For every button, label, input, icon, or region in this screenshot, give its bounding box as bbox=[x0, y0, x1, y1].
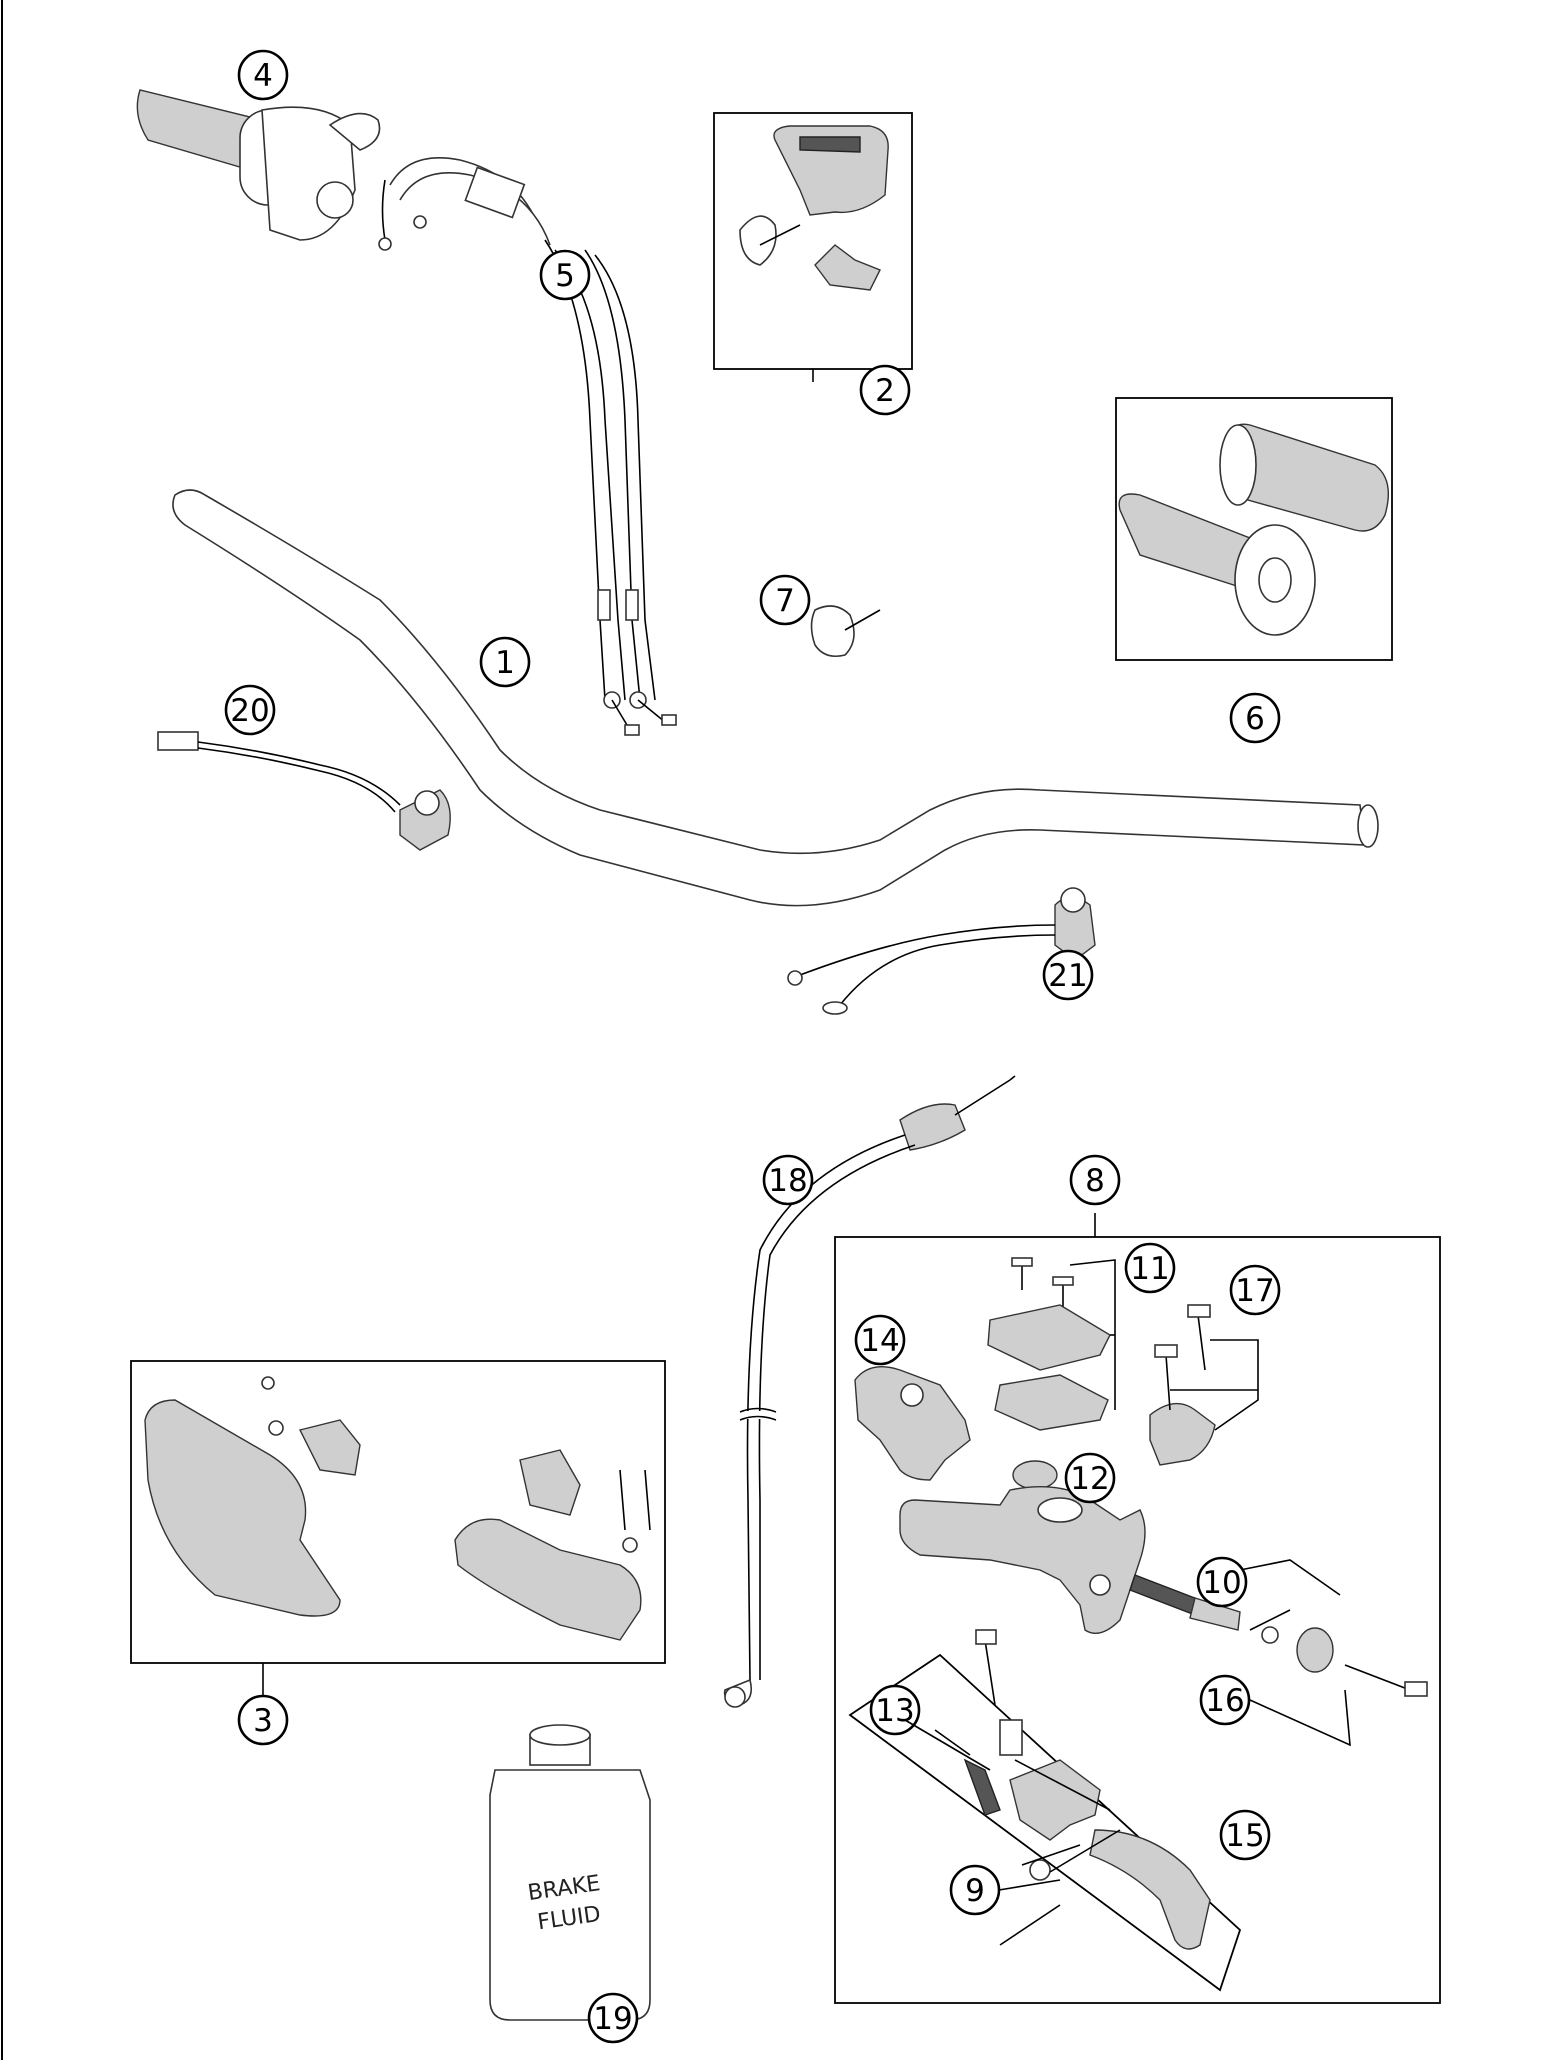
callout-19: 19 bbox=[587, 1992, 639, 2044]
callout-2: 2 bbox=[859, 364, 911, 416]
svg-text:1: 1 bbox=[495, 645, 515, 681]
callouts: 4 5 2 6 7 1 20 21 18 8 11 17 14 12 10 16… bbox=[224, 49, 1281, 2044]
svg-text:9: 9 bbox=[965, 1873, 985, 1909]
callout-18: 18 bbox=[762, 1154, 814, 1206]
svg-text:5: 5 bbox=[555, 258, 575, 294]
svg-text:6: 6 bbox=[1245, 701, 1265, 737]
callout-17: 17 bbox=[1229, 1264, 1281, 1316]
svg-text:17: 17 bbox=[1235, 1273, 1274, 1309]
svg-text:15: 15 bbox=[1225, 1818, 1264, 1854]
callout-4: 4 bbox=[237, 49, 289, 101]
part-switch-kit bbox=[713, 112, 913, 382]
part-handlebar bbox=[172, 489, 1379, 907]
svg-text:10: 10 bbox=[1202, 1565, 1241, 1601]
callout-20: 20 bbox=[224, 684, 276, 736]
svg-text:4: 4 bbox=[253, 58, 273, 94]
callout-15: 15 bbox=[1219, 1809, 1271, 1861]
part-cable-tie bbox=[810, 605, 881, 658]
part-brake-fluid-bottle: BRAKE FLUID bbox=[489, 1724, 651, 2021]
svg-text:13: 13 bbox=[875, 1693, 914, 1729]
svg-text:20: 20 bbox=[230, 693, 269, 729]
callout-12: 12 bbox=[1064, 1452, 1116, 1504]
svg-text:11: 11 bbox=[1130, 1251, 1169, 1287]
callout-6: 6 bbox=[1229, 692, 1281, 744]
svg-text:21: 21 bbox=[1048, 958, 1087, 994]
callout-21: 21 bbox=[1042, 949, 1094, 1001]
svg-text:8: 8 bbox=[1085, 1163, 1105, 1199]
callout-14: 14 bbox=[854, 1314, 906, 1366]
svg-text:16: 16 bbox=[1205, 1683, 1244, 1719]
callout-16: 16 bbox=[1199, 1674, 1251, 1726]
svg-text:18: 18 bbox=[768, 1163, 807, 1199]
callout-5: 5 bbox=[539, 249, 591, 301]
callout-8: 8 bbox=[1069, 1154, 1121, 1206]
callout-9: 9 bbox=[949, 1864, 1001, 1916]
svg-text:2: 2 bbox=[875, 373, 895, 409]
callout-7: 7 bbox=[759, 574, 811, 626]
part-brake-hose bbox=[723, 1075, 1016, 1708]
part-throttle-grip bbox=[136, 89, 381, 241]
svg-text:14: 14 bbox=[860, 1323, 899, 1359]
callout-3: 3 bbox=[237, 1694, 289, 1746]
callout-10: 10 bbox=[1196, 1556, 1248, 1608]
part-grips-set bbox=[1115, 397, 1393, 661]
part-switch-cable-left bbox=[157, 731, 451, 851]
svg-text:19: 19 bbox=[593, 2001, 632, 2037]
part-switch-cable-right bbox=[787, 887, 1096, 1015]
callout-1: 1 bbox=[479, 636, 531, 688]
svg-text:12: 12 bbox=[1070, 1461, 1109, 1497]
part-brake-master-cylinder-kit bbox=[834, 1213, 1441, 2004]
callout-11: 11 bbox=[1124, 1242, 1176, 1294]
leader-lines bbox=[262, 1663, 1061, 1891]
callout-13: 13 bbox=[869, 1684, 921, 1736]
svg-text:3: 3 bbox=[253, 1703, 273, 1739]
part-handguard-kit bbox=[130, 1360, 666, 1664]
svg-text:7: 7 bbox=[775, 583, 795, 619]
